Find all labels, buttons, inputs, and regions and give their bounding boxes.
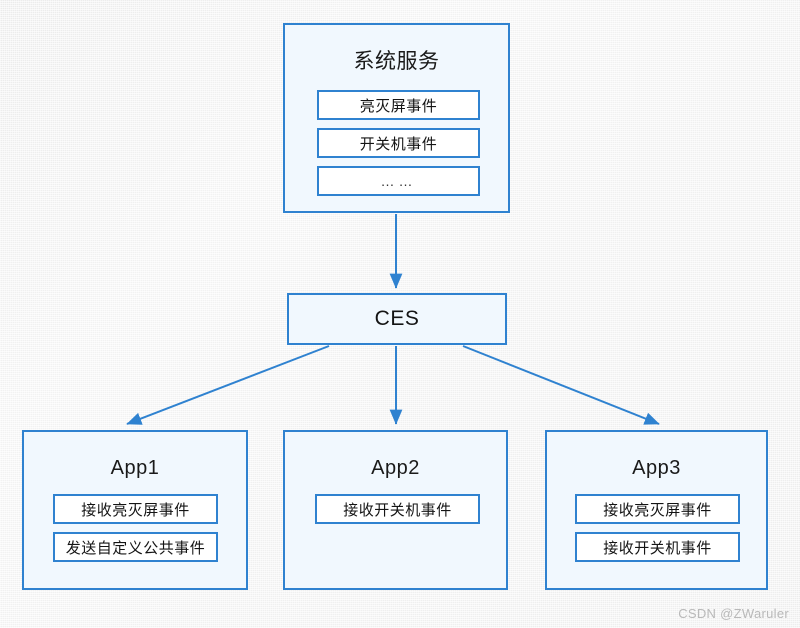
app3-chip-receive-screen-event[interactable]: 接收亮灭屏事件 [575, 494, 740, 524]
node-ces-label: CES [374, 307, 420, 330]
node-app1[interactable]: App1 接收亮灭屏事件 发送自定义公共事件 [22, 430, 248, 590]
watermark: CSDN @ZWaruler [678, 606, 789, 621]
app1-chip-receive-screen-event[interactable]: 接收亮灭屏事件 [53, 494, 218, 524]
app2-chip-receive-power-event[interactable]: 接收开关机事件 [315, 494, 480, 524]
node-ces[interactable]: CES [287, 293, 507, 345]
node-system-service-title: 系统服务 [353, 50, 440, 73]
system-event-chip-ellipsis[interactable]: …… [317, 166, 480, 196]
node-app3-title: App3 [632, 457, 681, 479]
system-event-chip-screen[interactable]: 亮灭屏事件 [317, 90, 480, 120]
node-app3[interactable]: App3 接收亮灭屏事件 接收开关机事件 [545, 430, 768, 590]
node-app1-title: App1 [110, 457, 160, 479]
connector-ces-to-app3 [462, 345, 660, 425]
system-event-chip-power[interactable]: 开关机事件 [317, 128, 480, 158]
node-app2[interactable]: App2 接收开关机事件 [283, 430, 508, 590]
node-app2-title: App2 [371, 457, 420, 479]
app3-chip-receive-power-event[interactable]: 接收开关机事件 [575, 532, 740, 562]
node-system-service[interactable]: 系统服务 亮灭屏事件 开关机事件 …… [283, 23, 510, 213]
connector-ces-to-app1 [126, 345, 330, 425]
app1-chip-send-custom-event[interactable]: 发送自定义公共事件 [53, 532, 218, 562]
